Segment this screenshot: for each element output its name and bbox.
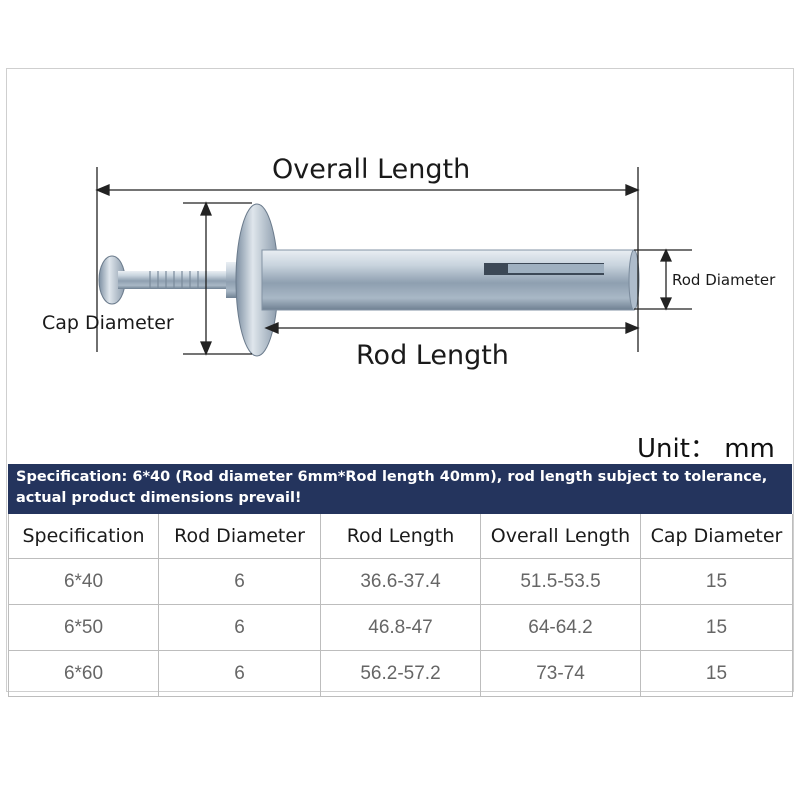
cell-overall-length: 51.5-53.5: [480, 558, 641, 605]
specification-banner: Specification: 6*40 (Rod diameter 6mm*Ro…: [8, 464, 792, 514]
cap-diameter-label: Cap Diameter: [42, 312, 174, 334]
nail-shank: [118, 271, 243, 289]
rod-diameter-dimension: [634, 248, 692, 311]
cell-overall-length: 73-74: [480, 650, 641, 697]
sleeve-slot-light: [508, 264, 604, 273]
cap-diameter-dimension: [183, 201, 252, 356]
rod-length-label: Rod Length: [356, 340, 509, 371]
header-rod-diameter: Rod Diameter: [158, 514, 321, 559]
cell-specification: 6*40: [8, 558, 159, 605]
cell-rod-diameter: 6: [158, 650, 321, 697]
banner-line-1: Specification: 6*40 (Rod diameter 6mm*Ro…: [16, 469, 768, 485]
cell-cap-diameter: 15: [640, 604, 793, 651]
cell-rod-length: 56.2-57.2: [320, 650, 481, 697]
unit-label: Unit： mm: [637, 434, 775, 464]
cell-rod-length: 36.6-37.4: [320, 558, 481, 605]
anchor-diagram: [95, 167, 692, 357]
table-row: 6*40 6 36.6-37.4 51.5-53.5 15: [8, 558, 793, 605]
header-specification: Specification: [8, 514, 159, 559]
cell-cap-diameter: 15: [640, 558, 793, 605]
table-header-row: Specification Rod Diameter Rod Length Ov…: [8, 514, 793, 559]
overall-length-dimension: [95, 167, 640, 352]
cell-overall-length: 64-64.2: [480, 604, 641, 651]
cell-specification: 6*50: [8, 604, 159, 651]
cell-specification: 6*60: [8, 650, 159, 697]
overall-length-label: Overall Length: [272, 154, 471, 185]
banner-line-2: actual product dimensions prevail!: [16, 490, 302, 506]
cell-rod-diameter: 6: [158, 604, 321, 651]
sleeve-body: [261, 249, 635, 311]
cell-cap-diameter: 15: [640, 650, 793, 697]
table-row: 6*50 6 46.8-47 64-64.2 15: [8, 604, 793, 651]
header-cap-diameter: Cap Diameter: [640, 514, 793, 559]
cell-rod-diameter: 6: [158, 558, 321, 605]
rod-diameter-label: Rod Diameter: [672, 271, 776, 289]
cell-rod-length: 46.8-47: [320, 604, 481, 651]
header-overall-length: Overall Length: [480, 514, 641, 559]
table-row: 6*60 6 56.2-57.2 73-74 15: [8, 650, 793, 697]
specification-table: Specification Rod Diameter Rod Length Ov…: [8, 514, 793, 697]
header-rod-length: Rod Length: [320, 514, 481, 559]
nail-ridges: [149, 271, 207, 289]
rod-length-dimension: [264, 322, 640, 334]
